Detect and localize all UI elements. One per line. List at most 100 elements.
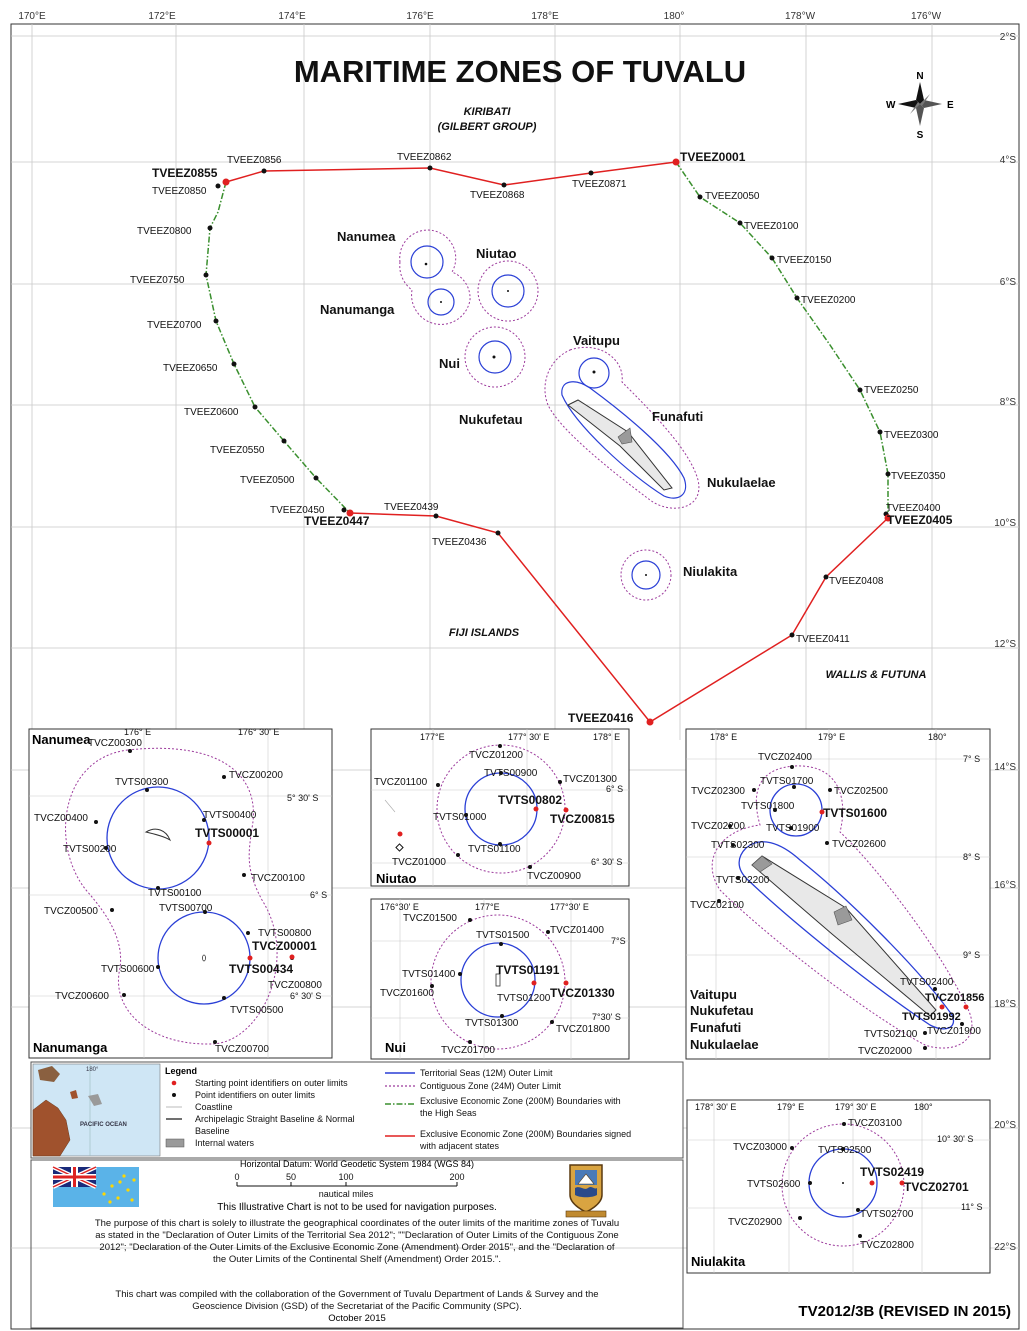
tick-label: 179° E xyxy=(777,1102,804,1112)
eez-start-point xyxy=(346,509,354,517)
contiguous-zone-central xyxy=(544,346,700,509)
lon-label: 174°E xyxy=(278,11,306,22)
inset-point-label: TVTS01992 xyxy=(902,1011,961,1023)
island-nanumanga-land xyxy=(440,301,442,303)
eez-point xyxy=(877,429,883,435)
island-label: Vaitupu xyxy=(573,333,620,348)
lon-label: 172°E xyxy=(148,11,176,22)
compiled-note: This chart was compiled with the collabo… xyxy=(115,1289,598,1312)
tick-label: 178° 30' E xyxy=(695,1102,736,1112)
lat-label: 18°S xyxy=(994,999,1016,1010)
inset-point-label: TVTS00400 xyxy=(203,810,257,821)
inset-point-label: TVTS01200 xyxy=(497,993,551,1004)
purpose-note: The purpose of this chart is solely to i… xyxy=(95,1218,619,1265)
tick-label: 180° xyxy=(928,732,947,742)
navigation-note: This Illustrative Chart is not to be use… xyxy=(217,1202,497,1213)
inset-point-label: TVCZ01200 xyxy=(469,750,523,761)
eez-label: TVEEZ0856 xyxy=(227,155,282,166)
tick-label: 7° S xyxy=(963,754,980,764)
eez-point xyxy=(823,574,829,580)
legend-item: Baseline xyxy=(195,1126,230,1136)
tick-label: 177°E xyxy=(420,732,445,742)
tick-label: 177° 30' E xyxy=(508,732,549,742)
scale-tick: 0 xyxy=(234,1172,239,1182)
tick-label: 7°S xyxy=(611,936,626,946)
eez-label-major: TVEEZ0855 xyxy=(152,166,218,180)
eez-label: TVEEZ0850 xyxy=(152,186,207,197)
eez-label-major: TVEEZ0001 xyxy=(680,150,746,164)
inset-point-label: TVCZ00200 xyxy=(229,770,283,781)
inset-point-label: TVTS00700 xyxy=(159,903,213,914)
inset-point-label: TVTS01900 xyxy=(766,823,820,834)
island-label: Nanumea xyxy=(337,229,396,244)
inset-nanumea xyxy=(28,728,333,1059)
inset-point-label: TVCZ01800 xyxy=(556,1024,610,1035)
tick-label: 176°30' E xyxy=(380,902,419,912)
eez-label: TVEEZ0408 xyxy=(829,576,884,587)
inset-point-label: TVCZ00100 xyxy=(251,873,305,884)
eez-label: TVEEZ0050 xyxy=(705,191,760,202)
inset-point-label: TVCZ02200 xyxy=(691,821,745,832)
date-note: October 2015 xyxy=(328,1313,386,1324)
territorial-sea-nanumanga xyxy=(427,288,455,316)
svg-text:the Outer Limits of the Contin: the Outer Limits of the Continental Shel… xyxy=(213,1254,501,1265)
lat-label: 4°S xyxy=(1000,155,1017,166)
lat-label: 20°S xyxy=(994,1120,1016,1131)
inset-nui-title: Nui xyxy=(385,1040,406,1055)
legend-item: Point identifiers on outer limits xyxy=(195,1090,316,1100)
inset-point-label: TVTS02100 xyxy=(864,1029,918,1040)
inset-point-label: TVTS01400 xyxy=(402,969,456,980)
island-niulakita-land xyxy=(645,574,647,576)
eez-point xyxy=(737,220,743,226)
eez-signed-north xyxy=(225,161,677,186)
island-label: Nanumanga xyxy=(320,302,395,317)
tick-label: 178° E xyxy=(710,732,737,742)
legend-item: Contiguous Zone (24M) Outer Limit xyxy=(420,1081,562,1091)
baseline-central xyxy=(567,399,673,491)
internal-waters-funafuti xyxy=(617,427,633,445)
inset-point-label: TVCZ02600 xyxy=(832,839,886,850)
eez-label-major: TVEEZ0405 xyxy=(887,513,953,527)
inset-point-label: TVTS00300 xyxy=(115,777,169,788)
eez-label: TVEEZ0750 xyxy=(130,275,185,286)
tick-label: 177°E xyxy=(475,902,500,912)
inset-point-label: TVCZ01000 xyxy=(392,857,446,868)
locator-tick: 180° xyxy=(86,1067,99,1073)
inset-point-label: TVCZ02100 xyxy=(690,900,744,911)
inset-point-label: TVCZ02400 xyxy=(758,752,812,763)
inset-point-label: TVCZ00001 xyxy=(252,939,317,953)
inset-point-label: TVCZ00300 xyxy=(88,738,142,749)
eez-label: TVEEZ0400 xyxy=(886,503,941,514)
inset-point-label: TVCZ00815 xyxy=(550,812,615,826)
tick-label: 10° 30' S xyxy=(937,1134,973,1144)
scale-tick: 50 xyxy=(286,1172,296,1182)
inset-point-label: TVTS01600 xyxy=(823,806,887,820)
region-label-kiribati-sub: (GILBERT GROUP) xyxy=(438,121,537,133)
lat-label: 2°S xyxy=(1000,32,1017,43)
eez-label: TVEEZ0868 xyxy=(470,190,525,201)
compass-rose-icon: N S E W xyxy=(886,71,954,141)
eez-point xyxy=(769,255,775,261)
eez-point xyxy=(213,318,219,324)
inset-niulakita-title: Niulakita xyxy=(691,1254,746,1269)
eez-label: TVEEZ0439 xyxy=(384,502,439,513)
legend-item: Exclusive Economic Zone (200M) Boundarie… xyxy=(420,1129,631,1139)
inset-point-label: TVCZ01330 xyxy=(550,986,615,1000)
eez-point xyxy=(433,513,439,519)
inset-point-label: TVCZ03100 xyxy=(848,1118,902,1129)
inset-point-label: TVCZ03000 xyxy=(733,1142,787,1153)
lat-label: 6°S xyxy=(1000,277,1017,288)
lat-label: 12°S xyxy=(994,639,1016,650)
inset-point-label: TVTS02400 xyxy=(900,977,954,988)
inset-point-label: TVCZ02800 xyxy=(860,1240,914,1251)
eez-point xyxy=(231,361,237,367)
inset-point-label: TVTS02700 xyxy=(860,1209,914,1220)
scale-tick: 100 xyxy=(338,1172,353,1182)
inset-point-label: TVTS00200 xyxy=(63,844,117,855)
tick-label: 9° S xyxy=(963,950,980,960)
map-frame xyxy=(10,23,1020,1330)
scale-tick: 200 xyxy=(449,1172,464,1182)
region-label-wallis: WALLIS & FUTUNA xyxy=(826,669,927,681)
tick-label: 176° E xyxy=(124,727,151,737)
contiguous-zone-nanumea xyxy=(399,229,471,325)
